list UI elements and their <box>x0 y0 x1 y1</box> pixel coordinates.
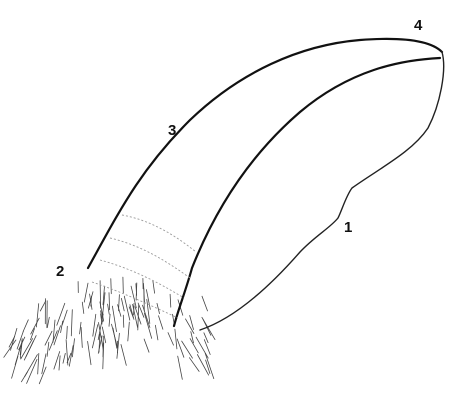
hair-stroke <box>118 305 121 317</box>
hair-stroke <box>111 279 112 294</box>
hair-stroke <box>128 322 130 341</box>
hair-stroke <box>40 301 45 311</box>
hair-stroke <box>205 353 214 378</box>
hair-stroke <box>109 314 110 326</box>
hair-stroke <box>42 354 46 374</box>
hair-stroke <box>138 305 139 330</box>
hair-stroke <box>61 321 63 333</box>
hair-stroke <box>31 318 40 334</box>
hair-stroke <box>202 296 208 311</box>
hair-stroke <box>67 326 68 338</box>
hair-stroke <box>81 327 82 347</box>
label-2: 2 <box>56 263 64 280</box>
hair-stroke <box>121 345 126 366</box>
horn-ring-1 <box>122 215 196 252</box>
hair-stroke <box>62 310 67 325</box>
hair-stroke <box>175 329 177 349</box>
horn-ring-4 <box>92 282 178 318</box>
hair-stroke <box>124 296 130 320</box>
hair-stroke <box>12 356 18 378</box>
hair-stroke <box>153 281 155 293</box>
hair-stroke <box>47 342 49 356</box>
hair-stroke <box>92 325 97 348</box>
hair-stroke <box>144 313 151 338</box>
label-3: 3 <box>168 122 176 139</box>
hair-stroke <box>102 327 105 343</box>
hair-stroke <box>93 314 96 336</box>
hair-stroke <box>177 339 184 357</box>
horn-outer-curve <box>88 39 442 268</box>
hair-stroke <box>189 358 199 372</box>
horn-ring-3 <box>100 260 184 298</box>
hair-stroke <box>47 317 49 327</box>
hair-stroke <box>84 283 88 302</box>
hair-stroke <box>27 359 37 383</box>
hair-stroke <box>71 310 72 336</box>
hair-stroke <box>170 294 171 307</box>
hair-stroke <box>144 339 149 352</box>
horn-ring-2 <box>110 238 190 278</box>
hair-stroke <box>159 316 163 329</box>
hair-stroke <box>190 339 198 353</box>
hair-stroke <box>63 353 65 363</box>
hair-stroke <box>144 289 145 311</box>
horn-base-outline <box>200 52 444 330</box>
hair-stroke <box>36 304 38 327</box>
hair-stroke <box>4 340 16 357</box>
label-1: 1 <box>344 219 352 236</box>
hair-stroke <box>119 295 120 311</box>
hair-stroke <box>108 304 110 314</box>
hair-stroke <box>23 320 28 332</box>
hair-stroke <box>178 356 183 379</box>
hair-stroke <box>109 293 110 310</box>
hair-stroke <box>82 302 84 313</box>
label-4: 4 <box>414 17 423 34</box>
hair-stroke <box>121 298 124 310</box>
hair-stroke <box>123 315 124 327</box>
hair-stroke <box>155 325 158 340</box>
hair-stroke <box>88 341 91 364</box>
hair-stroke <box>38 353 39 374</box>
hair-stroke <box>59 356 60 370</box>
hair-stroke <box>157 303 160 313</box>
hair-stroke <box>54 352 60 370</box>
hair-stroke <box>168 333 174 346</box>
